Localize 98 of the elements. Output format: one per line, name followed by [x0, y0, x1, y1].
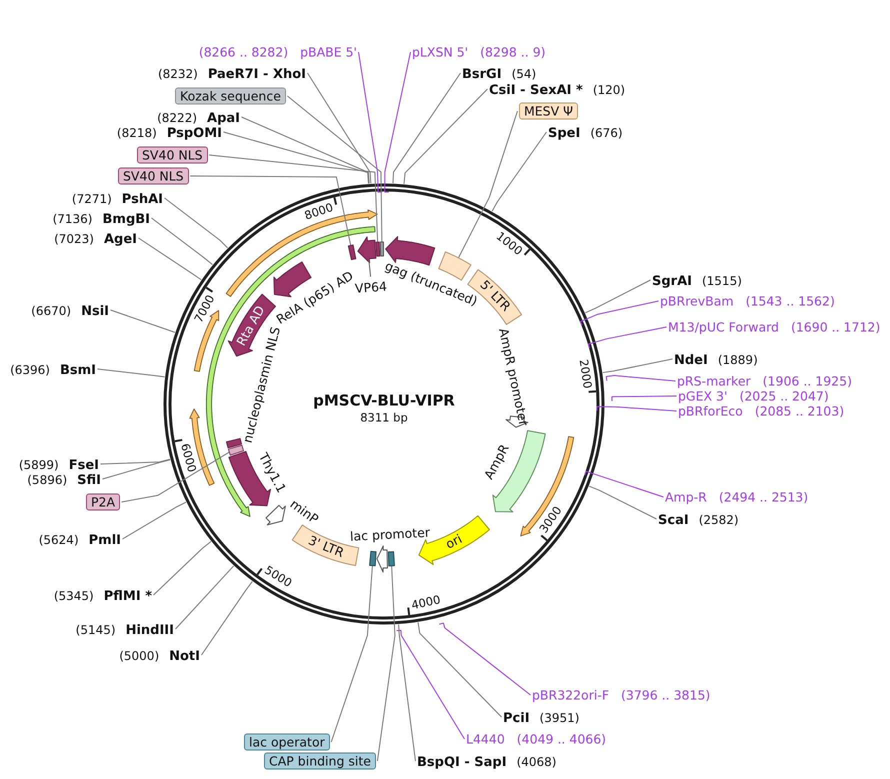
leader-line — [492, 132, 547, 212]
leader-line — [398, 624, 416, 762]
primer-label: pBR322ori-F (3796 .. 3815) — [532, 688, 710, 702]
leader-line — [588, 326, 667, 349]
leader-line — [584, 280, 651, 314]
feature-bar — [387, 550, 396, 567]
feature-name: 5' LTR — [478, 278, 512, 314]
restriction-site-label: (5000) NotI — [119, 645, 200, 665]
feature-bar — [368, 550, 377, 567]
primer-label: pLXSN 5' (8298 .. 9) — [412, 44, 546, 60]
leader-line — [376, 566, 396, 762]
leader-line — [358, 52, 383, 193]
leader-line — [596, 406, 677, 412]
restriction-site-label: ScaI (2582) — [658, 509, 739, 529]
directional-feature — [375, 544, 389, 573]
scale-label: 6000 — [178, 442, 198, 474]
leader-line — [223, 132, 369, 184]
leader-line — [438, 622, 531, 696]
restriction-site-label: (7271) PshAI — [72, 188, 163, 208]
leader-line — [404, 88, 488, 184]
leader-line — [418, 622, 502, 718]
feature-tag: P2A — [86, 494, 120, 510]
feature-name: ori — [444, 532, 464, 552]
restriction-site-label: (5145) HindIII — [76, 619, 174, 639]
leader-line — [122, 502, 187, 540]
primer-label: L4440 (4049 .. 4066) — [466, 732, 606, 746]
restriction-site-label: (6396) BsmI — [10, 359, 96, 379]
restriction-site-label: SpeI (676) — [548, 122, 623, 142]
leader-line — [164, 198, 228, 248]
restriction-site-label: (8222) ApaI — [157, 107, 240, 127]
leader-line — [153, 541, 212, 596]
feature-name: minP — [288, 498, 320, 526]
primer-label: pGEX 3' (2025 .. 2047) — [678, 388, 829, 404]
scale-label: 4000 — [410, 594, 442, 612]
feature-bar — [375, 241, 381, 258]
leader-line — [286, 96, 382, 242]
leader-line — [396, 630, 465, 740]
leader-line — [611, 396, 677, 402]
feature-name: 3' LTR — [306, 534, 346, 560]
leader-line — [584, 470, 664, 498]
restriction-site-label: (5624) PmlI — [38, 529, 121, 549]
leader-line — [110, 310, 176, 333]
directional-feature — [265, 504, 287, 526]
plasmid-size: 8311 bp — [360, 412, 408, 424]
restriction-site-label: BspQI - SapI (4068) — [417, 751, 556, 771]
leader-line — [458, 110, 518, 258]
restriction-site-label: (7136) BmgBI — [52, 208, 150, 228]
leader-line — [208, 154, 378, 242]
scale-label: 2000 — [576, 358, 593, 389]
feature-tag: Kozak sequence — [175, 88, 286, 104]
feature-tag: lac operator — [244, 734, 330, 750]
feature-bar — [347, 243, 357, 261]
leader-line — [97, 368, 166, 378]
restriction-site-label: NdeI (1889) — [674, 349, 758, 369]
restriction-site-label: SgrAI (1515) — [652, 270, 742, 290]
feature-name: VP64 — [354, 280, 388, 296]
feature-name: Rta AD — [235, 304, 267, 348]
restriction-site-label: (7023) AgeI — [54, 228, 137, 248]
feature-bar — [227, 444, 245, 457]
leader-line — [602, 358, 673, 374]
leader-line — [384, 52, 411, 193]
leader-line — [138, 238, 202, 280]
leader-line — [121, 452, 230, 502]
leader-line — [102, 459, 171, 480]
restriction-site-label: (6670) NsiI — [31, 300, 109, 320]
feature-bar — [225, 437, 243, 449]
leader-line — [201, 580, 253, 656]
scale-label: 7000 — [192, 293, 217, 324]
leader-line — [330, 565, 373, 742]
primer-label: M13/pUC Forward (1690 .. 1712) — [668, 320, 880, 334]
feature-name: lac promoter — [350, 526, 430, 544]
primer-label: pRS-marker (1906 .. 1925) — [677, 374, 852, 388]
leader-line — [100, 458, 171, 464]
primer-label: (8266 .. 8282) pBABE 5' — [198, 44, 357, 60]
feature-tag: MESV Ψ — [519, 102, 578, 120]
leader-line — [580, 300, 659, 326]
primer-label: Amp-R (2494 .. 2513) — [665, 490, 808, 504]
restriction-site-label: (8232) PaeR7I - XhoI — [158, 63, 306, 83]
restriction-site-label: (5345) PflMI * — [54, 585, 152, 605]
feature-bar — [379, 241, 385, 258]
restriction-site-label: PciI (3951) — [503, 707, 580, 727]
restriction-site-label: (5899) FseI — [18, 454, 99, 474]
primer-label: pBRforEco (2085 .. 2103) — [678, 404, 844, 418]
directional-feature — [356, 235, 377, 278]
leader-line — [588, 486, 657, 520]
feature-tag: SV40 NLS — [137, 146, 208, 164]
feature-tag: SV40 NLS — [118, 168, 189, 184]
leader-line — [190, 176, 352, 246]
feature-tag: CAP binding site — [264, 752, 376, 770]
plasmid-name: pMSCV-BLU-VIPR — [313, 394, 455, 408]
leader-line — [606, 375, 676, 382]
primer-label: pBRrevBam (1543 .. 1562) — [660, 294, 835, 308]
leader-line — [392, 72, 461, 184]
leader-line — [151, 218, 213, 266]
scale-label: 8000 — [303, 202, 335, 222]
leader-line — [241, 116, 370, 184]
leader-line — [307, 72, 372, 184]
leader-line — [175, 565, 234, 630]
